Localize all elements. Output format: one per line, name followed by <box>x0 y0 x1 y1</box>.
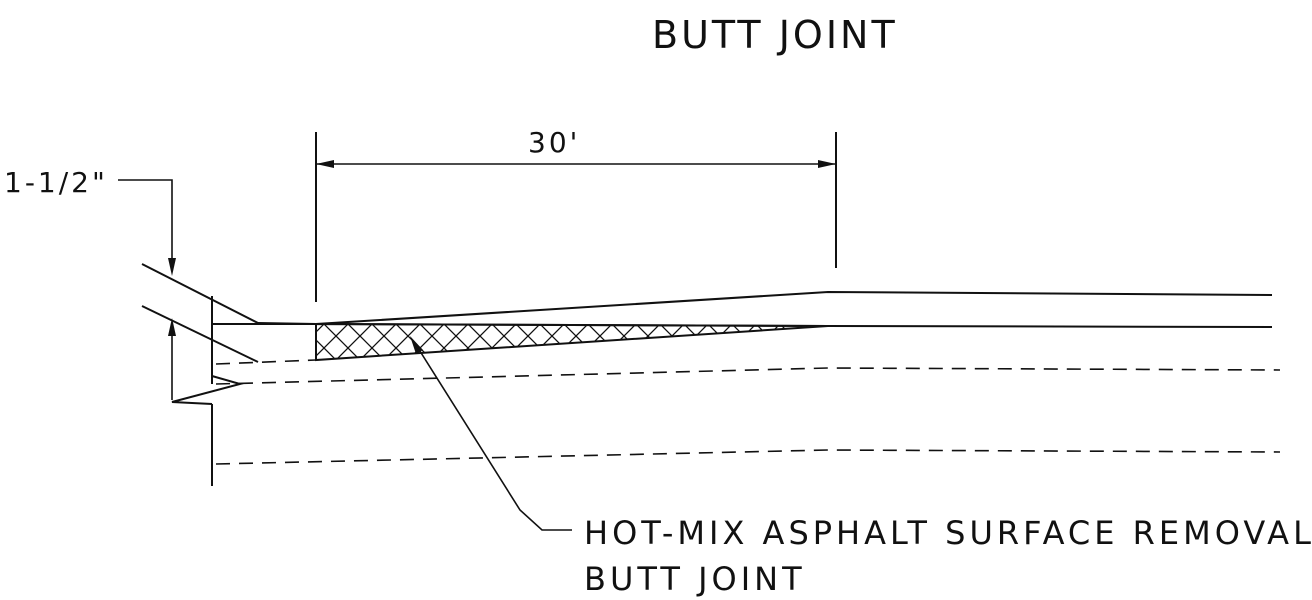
note-leader <box>410 336 572 531</box>
thickness-leader <box>118 179 173 262</box>
dashed-layer-3 <box>215 449 1281 465</box>
break-line-lower <box>141 305 259 363</box>
drawing-title: BUTT JOINT <box>652 13 898 57</box>
length-dimension-label: 30' <box>528 126 580 159</box>
edge-cut-line <box>171 296 244 486</box>
dimension-arrow-right <box>818 160 836 168</box>
break-lines <box>141 263 259 363</box>
dashed-layer-2 <box>215 367 1281 385</box>
note-line-1: HOT-MIX ASPHALT SURFACE REMOVAL- <box>584 514 1312 552</box>
note-leader-line <box>417 347 572 531</box>
break-line-upper <box>141 263 259 324</box>
overlay-top-surface <box>257 290 1273 326</box>
thickness-callout: 1-1/2" <box>4 166 176 400</box>
dimension-arrow-left <box>316 160 334 168</box>
dashed-layer-1 <box>215 359 317 365</box>
thickness-dimension-label: 1-1/2" <box>4 166 108 199</box>
thickness-arrow-bottom <box>168 318 176 336</box>
note-line-2: BUTT JOINT <box>584 560 806 598</box>
surface-removal-wedge <box>315 322 829 362</box>
length-dimension: 30' <box>315 126 837 302</box>
thickness-arrow-top <box>168 258 176 276</box>
note-leader-arrow <box>410 336 423 354</box>
edge-zigzag <box>171 375 244 405</box>
